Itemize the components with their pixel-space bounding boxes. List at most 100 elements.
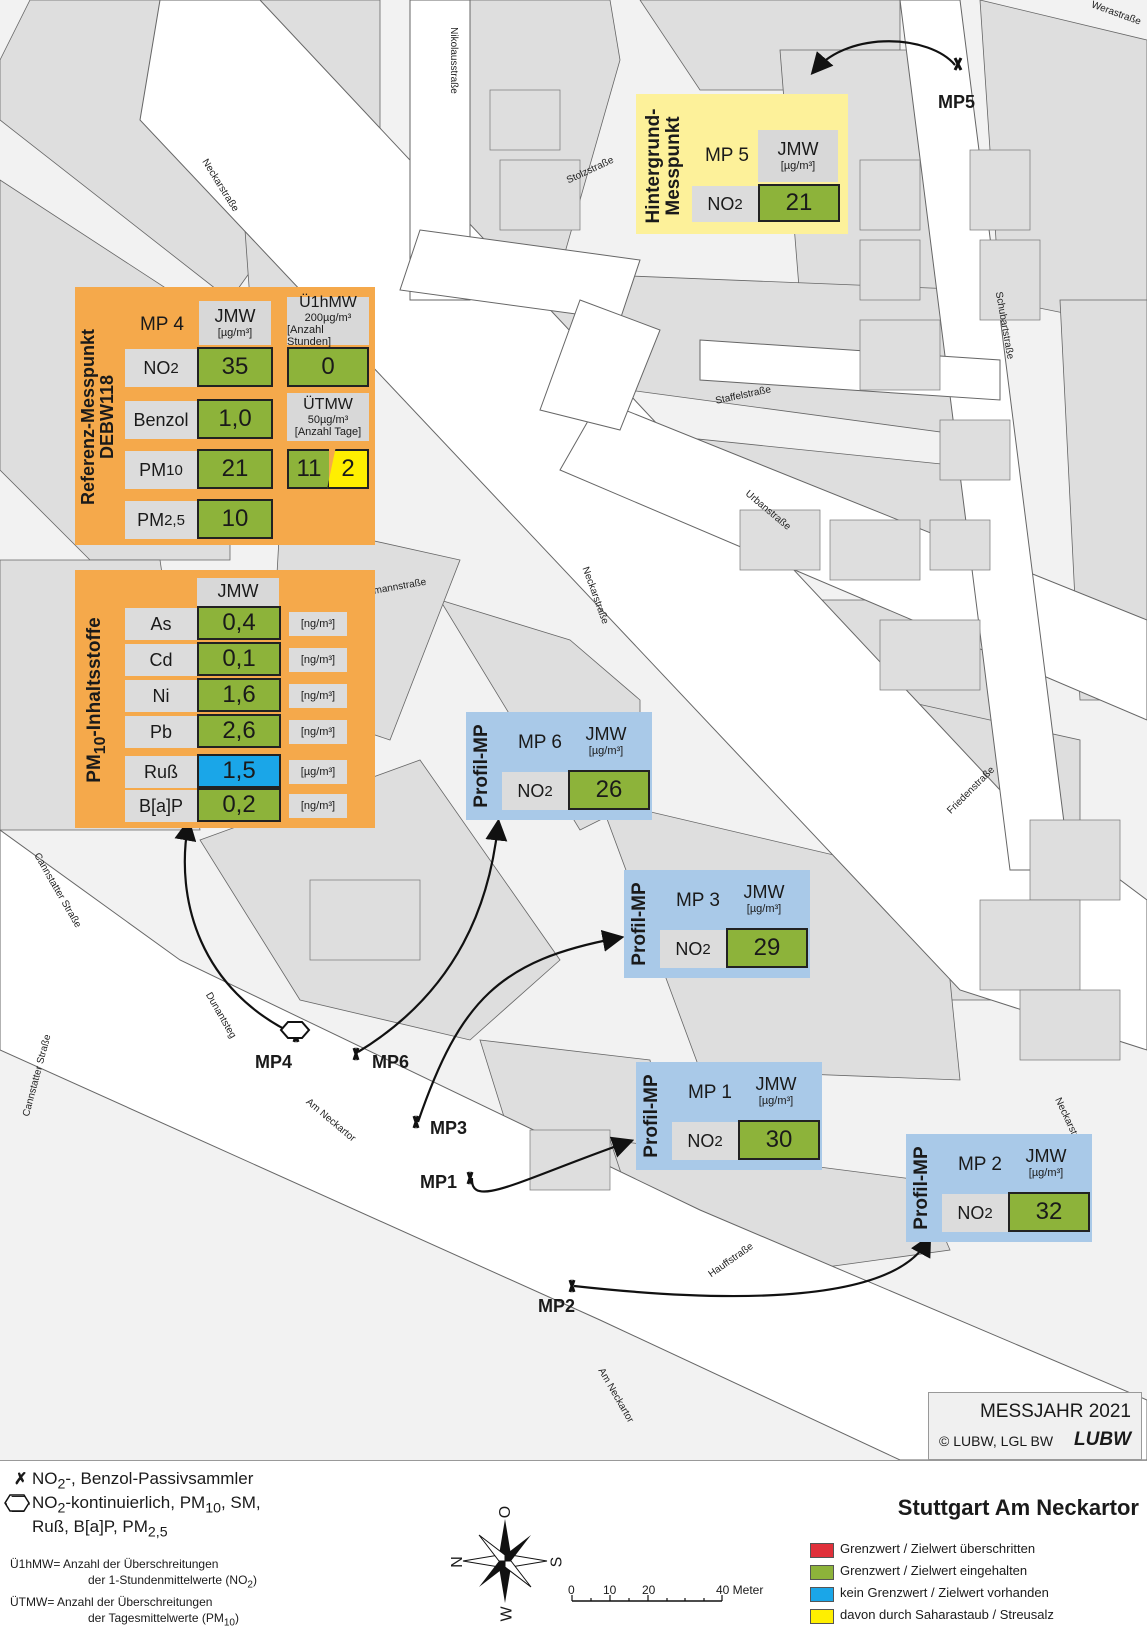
mp6-value: 26 bbox=[568, 770, 650, 810]
legend-u1h: Ü1hMW= Anzahl der Überschreitungen bbox=[10, 1557, 219, 1571]
pm10-value-cd: 0,1 bbox=[197, 642, 281, 676]
year-panel: MESSJAHR 2021 © LUBW, LGL BW LUBW bbox=[928, 1392, 1142, 1460]
legend-swatch-red bbox=[810, 1543, 834, 1558]
year-label: MESSJAHR 2021 bbox=[979, 1401, 1131, 1422]
mp4-name: MP 4 bbox=[139, 314, 184, 335]
legend-green: Grenzwert / Zielwert eingehalten bbox=[840, 1563, 1028, 1578]
mp3-side-label: Profil-MP bbox=[629, 882, 650, 966]
mp6-name: MP 6 bbox=[517, 732, 562, 753]
marker-label-mp5: MP5 bbox=[938, 92, 976, 112]
legend-continuous: NO2-kontinuierlich, PM10, SM, bbox=[32, 1493, 261, 1517]
pm10-unit-ni: [ng/m³] bbox=[289, 684, 347, 708]
pm10-value-bap: 0,2 bbox=[197, 788, 281, 822]
pm10-side-label: PM10-Inhaltsstoffe bbox=[84, 617, 109, 783]
map-title: Stuttgart Am Neckartor bbox=[897, 1495, 1139, 1520]
pm10-value-ni: 1,6 bbox=[197, 678, 281, 712]
compass-o: O bbox=[497, 1505, 515, 1519]
mp5-name: MP 5 bbox=[704, 145, 749, 166]
mp2-name: MP 2 bbox=[957, 1154, 1002, 1175]
marker-label-mp1: MP1 bbox=[420, 1172, 458, 1192]
mp4-value-pm25: 10 bbox=[197, 499, 273, 539]
pm10-value-russ: 1,5 bbox=[197, 754, 281, 788]
legend-swatch-yellow bbox=[810, 1609, 834, 1624]
marker-label-mp4: MP4 bbox=[255, 1052, 293, 1072]
legend-area: ✗ NO2-, Benzol-Passivsammler NO2-kontinu… bbox=[0, 1460, 1147, 1638]
mp4-jmw-header: JMW[µg/m³] bbox=[199, 301, 271, 345]
scale-0: 0 bbox=[568, 1583, 575, 1597]
mp4-value-u1hmw: 0 bbox=[287, 347, 369, 387]
legend-u1h-2: der 1-Stundenmittelwerte (NO2) bbox=[88, 1573, 257, 1591]
copyright: © LUBW, LGL BW bbox=[939, 1433, 1054, 1449]
mp2-value: 32 bbox=[1008, 1192, 1090, 1232]
mp2-side-label: Profil-MP bbox=[911, 1146, 932, 1230]
compass-rose bbox=[462, 1519, 548, 1603]
mp4-value-pm10: 21 bbox=[197, 449, 273, 489]
mp4-side-label: Referenz-Messpunkt DEBW118 bbox=[78, 328, 117, 506]
legend-swatch-blue bbox=[810, 1587, 834, 1602]
compass-n: N bbox=[448, 1556, 466, 1568]
connector-arrows bbox=[174, 40, 963, 1298]
mp1-name: MP 1 bbox=[687, 1082, 732, 1103]
scale-40: 40 Meter bbox=[716, 1583, 764, 1597]
mp1-value: 30 bbox=[738, 1120, 820, 1160]
continuous-station-outline bbox=[4, 1494, 30, 1512]
mp6-jmw-header: JMW[µg/m³] bbox=[566, 718, 646, 764]
mp4-value-utmw-b: 2 bbox=[327, 449, 369, 489]
mp4-value-utmw-a: 11 bbox=[287, 449, 329, 489]
legend-yellow: davon durch Saharastaub / Streusalz bbox=[840, 1607, 1054, 1622]
legend-blue: kein Grenzwert / Zielwert vorhanden bbox=[840, 1585, 1049, 1600]
map-area: Nikolausstraße Neckarstraße Stolzstraße … bbox=[0, 0, 1147, 1460]
legend-swatch-green bbox=[810, 1565, 834, 1580]
pm10-param-pb: Pb bbox=[125, 716, 197, 748]
pm10-panel: PM10-Inhaltsstoffe JMW As 0,4 [ng/m³] Cd… bbox=[75, 570, 375, 828]
scale-20: 20 bbox=[642, 1583, 656, 1597]
pm10-param-bap: B[a]P bbox=[125, 790, 197, 822]
mp4-param-benzol: Benzol bbox=[125, 401, 197, 439]
lubw-logo: LUBW bbox=[1074, 1429, 1131, 1450]
mp4-value-benzol: 1,0 bbox=[197, 399, 273, 439]
mp5-side-label: Hintergrund- Messpunkt bbox=[643, 108, 684, 224]
pm10-param-ni: Ni bbox=[125, 680, 197, 712]
pm10-value-pb: 2,6 bbox=[197, 714, 281, 748]
legend-passive: NO2-, Benzol-Passivsammler bbox=[32, 1469, 254, 1493]
pm10-param-as: As bbox=[125, 608, 197, 640]
legend-utm-2: der Tagesmittelwerte (PM10) bbox=[88, 1611, 239, 1629]
pm10-unit-russ: [µg/m³] bbox=[289, 760, 347, 784]
pm10-unit-cd: [ng/m³] bbox=[289, 648, 347, 672]
mp3-jmw-header: JMW[µg/m³] bbox=[724, 876, 804, 922]
marker-label-mp6: MP6 bbox=[372, 1052, 410, 1072]
pm10-value-as: 0,4 bbox=[197, 606, 281, 640]
mp1-side-label: Profil-MP bbox=[641, 1074, 662, 1158]
pm10-jmw-header: JMW bbox=[197, 578, 279, 606]
compass-w: W bbox=[498, 1606, 516, 1622]
map-base bbox=[0, 0, 1147, 1460]
mp2-jmw-header: JMW[µg/m³] bbox=[1006, 1140, 1086, 1186]
mp6-side-label: Profil-MP bbox=[471, 724, 492, 808]
marker-label-mp2: MP2 bbox=[538, 1296, 576, 1316]
mp5-jmw-header: JMW[µg/m³] bbox=[758, 130, 838, 182]
pm10-param-russ: Ruß bbox=[125, 756, 197, 788]
pm10-unit-as: [ng/m³] bbox=[289, 612, 347, 636]
legend-red: Grenzwert / Zielwert überschritten bbox=[840, 1541, 1036, 1556]
legend-utm: ÜTMW= Anzahl der Überschreitungen bbox=[10, 1595, 213, 1609]
mp3-value: 29 bbox=[726, 928, 808, 968]
scale-10: 10 bbox=[603, 1583, 617, 1597]
legend-continuous-2: Ruß, B[a]P, PM2,5 bbox=[32, 1517, 168, 1541]
mp4-panel: Referenz-Messpunkt DEBW118 MP 4 JMW[µg/m… bbox=[75, 287, 375, 545]
mp3-name: MP 3 bbox=[675, 890, 720, 911]
scale-bar bbox=[571, 1595, 723, 1602]
pm10-param-cd: Cd bbox=[125, 644, 197, 676]
